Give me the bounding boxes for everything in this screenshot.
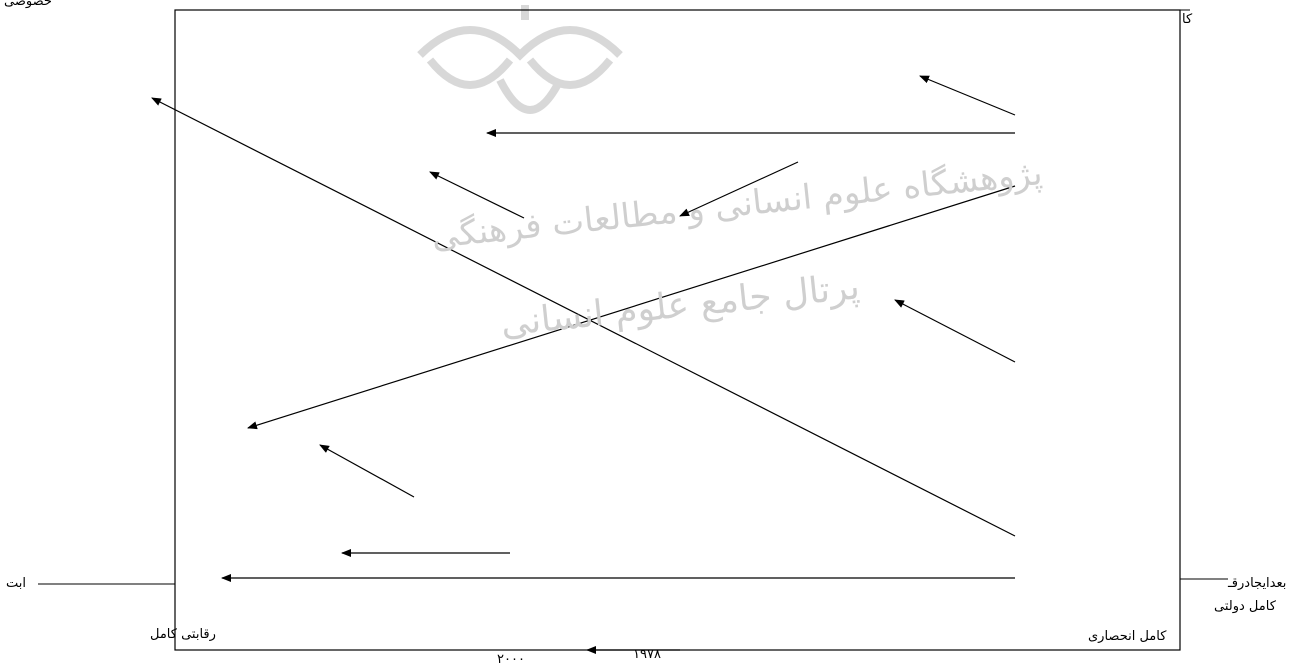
- label-year-2000: ۲۰۰۰: [497, 652, 525, 667]
- label-bottom-right: کامل انحصاری: [1088, 629, 1167, 644]
- short-arrow-top-right: [919, 75, 1016, 116]
- main-frame: [174, 9, 1181, 651]
- label-left-middle: ابت: [6, 576, 26, 591]
- label-year-1978: ۱۹۷۸: [633, 647, 661, 662]
- short-arrow-middle-left: [429, 171, 525, 219]
- diagonal-arrow-down-right: [151, 97, 1016, 537]
- short-arrow-middle-right: [894, 299, 1016, 363]
- label-top-left: خصوصی: [4, 0, 52, 9]
- label-bottom-left: رقابتی کامل: [150, 627, 216, 642]
- label-top-right: کا: [1182, 12, 1193, 27]
- short-arrow-lower-left: [319, 444, 415, 498]
- diagonal-arrow-up-right: [247, 185, 1016, 430]
- watermark-emblem: [417, 5, 623, 114]
- short-arrow-middle-center: [679, 161, 799, 217]
- label-right-middle-2: کامل دولتی: [1214, 599, 1276, 614]
- label-right-middle-1: بعدایجادرقـ: [1228, 576, 1287, 591]
